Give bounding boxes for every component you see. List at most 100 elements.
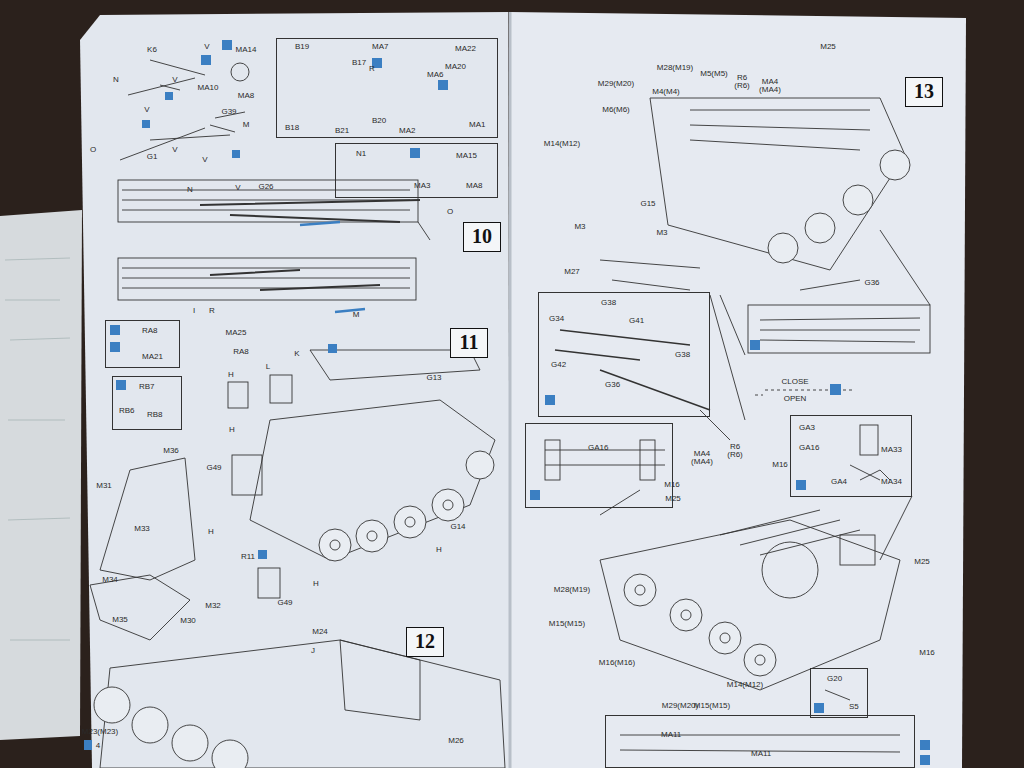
part-label: M3 — [574, 223, 585, 231]
part-label: G34 — [549, 315, 564, 323]
part-label: R11 — [241, 553, 255, 561]
part-label: B20 — [372, 117, 386, 125]
part-label: K — [294, 350, 299, 358]
part-label: G38 — [601, 299, 616, 307]
part-label: V — [202, 156, 207, 164]
part-label: N1 — [356, 150, 366, 158]
part-label: M24 — [312, 628, 328, 636]
part-label: M28(M19) — [554, 586, 590, 594]
part-label: M31 — [96, 482, 112, 490]
part-label: MA7 — [372, 43, 388, 51]
part-label: MA22 — [455, 45, 476, 53]
part-label: V — [172, 76, 177, 84]
part-label: G26 — [258, 183, 273, 191]
part-label: G41 — [629, 317, 644, 325]
part-label: M14(M12) — [544, 140, 580, 148]
part-label: R6 (R6) — [730, 74, 754, 91]
step-number-box: 10 — [463, 222, 501, 252]
part-label: G20 — [827, 675, 842, 683]
part-label: MA15 — [456, 152, 477, 160]
part-label: M28(M19) — [657, 64, 693, 72]
part-label: G14 — [450, 523, 465, 531]
part-label: M32 — [205, 602, 221, 610]
part-label: V — [144, 106, 149, 114]
part-label: V — [204, 43, 209, 51]
part-label: MA4 (MA4) — [758, 78, 782, 95]
part-label: S5 — [849, 703, 859, 711]
part-label: G42 — [551, 361, 566, 369]
part-label: L — [266, 363, 270, 371]
step-number: 12 — [407, 631, 443, 651]
inset-panel: G20S5 — [810, 668, 868, 718]
part-label: OPEN — [784, 395, 807, 403]
part-label: M33 — [134, 525, 150, 533]
part-label: H — [229, 426, 235, 434]
step-number-box: 11 — [450, 328, 488, 358]
part-label: M29(M20) — [598, 80, 634, 88]
part-label: M25 — [914, 558, 930, 566]
part-label: M — [353, 311, 360, 319]
part-label: MA1 — [469, 121, 485, 129]
part-label: M36 — [163, 447, 179, 455]
part-label: M16 — [664, 481, 680, 489]
inset-panel: RB7RB6RB8 — [112, 376, 182, 430]
part-label: MA33 — [881, 446, 902, 454]
part-label: R — [209, 307, 215, 315]
part-label: V — [172, 146, 177, 154]
part-label: MA11 — [751, 750, 771, 758]
part-label: B18 — [285, 124, 299, 132]
part-label: M23(M23) — [82, 728, 118, 736]
part-label: M6(M6) — [602, 106, 630, 114]
step-number: 13 — [906, 81, 942, 101]
part-label: G15 — [640, 200, 655, 208]
part-label: M4(M4) — [652, 88, 680, 96]
step-number: 11 — [451, 332, 487, 352]
inset-panel: RA8MA21 — [105, 320, 180, 368]
part-label: N — [187, 186, 193, 194]
part-label: G49 — [277, 599, 292, 607]
part-label: CLOSE — [781, 378, 808, 386]
part-label: MA2 — [399, 127, 415, 135]
part-label: MA4 (MA4) — [690, 450, 714, 467]
part-label: MA11 — [661, 731, 681, 739]
part-label: M16(M16) — [599, 659, 635, 667]
part-label: RA8 — [233, 348, 249, 356]
part-label: MA14 — [236, 46, 257, 54]
part-label: B17 — [352, 59, 366, 67]
part-label: MA3 — [414, 182, 430, 190]
part-label: K6 — [147, 46, 157, 54]
part-label: M27 — [564, 268, 580, 276]
part-label: 4 — [96, 742, 100, 750]
part-label: B21 — [335, 127, 349, 135]
part-label: M29(M20) — [662, 702, 698, 710]
part-label: R — [369, 65, 375, 73]
part-label: M — [243, 121, 250, 129]
step-number-box: 12 — [406, 627, 444, 657]
part-label: M16 — [919, 649, 935, 657]
part-label: N — [113, 76, 119, 84]
inset-panel: G38G34G41G38G42G36 — [538, 292, 710, 417]
part-label: M15(M15) — [549, 620, 585, 628]
part-label: MA8 — [466, 182, 482, 190]
part-label: M15(M15) — [694, 702, 730, 710]
part-label: MA8 — [238, 92, 254, 100]
part-label: M25 — [820, 43, 836, 51]
part-label: M3 — [656, 229, 667, 237]
part-label: MA10 — [198, 84, 219, 92]
part-label: G36 — [864, 279, 879, 287]
part-label: O — [90, 146, 96, 154]
part-label: MA20 — [445, 63, 466, 71]
part-label: M25 — [665, 495, 681, 503]
part-label: RA8 — [142, 327, 158, 335]
part-label: G49 — [206, 464, 221, 472]
inset-panel: N1 MA15MA3 MA8 — [335, 143, 498, 198]
inset-panel: GA3GA16GA4MA33MA34 — [790, 415, 912, 497]
part-label: MA6 — [427, 71, 443, 79]
inset-panel: MA11MA11 — [605, 715, 915, 768]
part-label: H — [436, 546, 442, 554]
inset-panel: B19B17MA7MA6MA22MA20RB18B21B20MA2MA1 — [276, 38, 498, 138]
part-label: G36 — [605, 381, 620, 389]
part-label: M35 — [112, 616, 128, 624]
part-label: GA4 — [831, 478, 847, 486]
part-label: GA16 — [799, 444, 819, 452]
